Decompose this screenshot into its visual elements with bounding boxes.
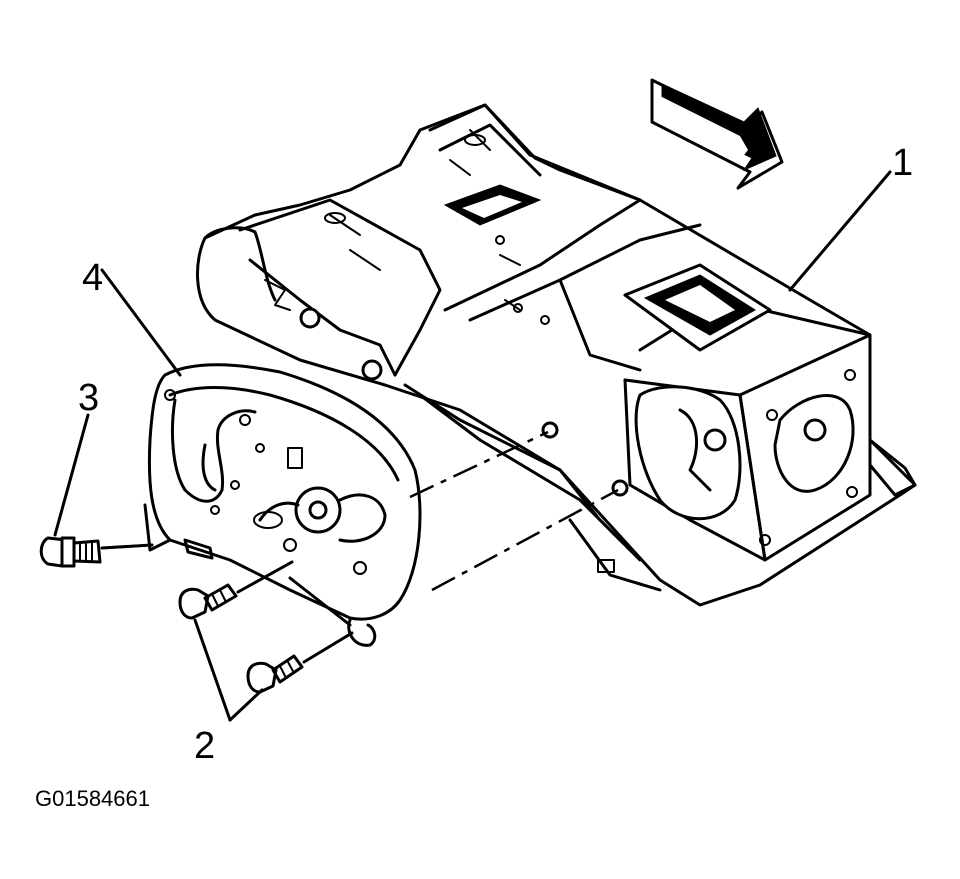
bolt-2-upper: [178, 560, 294, 620]
figure-id: G01584661: [35, 786, 150, 811]
callout-2: 2: [194, 725, 215, 767]
callout-1: 1: [892, 142, 913, 184]
cover-plate: [143, 363, 422, 647]
callout-4: 4: [82, 257, 103, 299]
alignment-lines: [409, 430, 619, 592]
screw-3: [39, 536, 154, 568]
callout-3: 3: [78, 377, 99, 419]
leader-lines: [53, 170, 892, 722]
bolt-2-lower: [246, 631, 354, 694]
column-support-bracket: [196, 103, 917, 607]
direction-arrow: [650, 78, 784, 190]
